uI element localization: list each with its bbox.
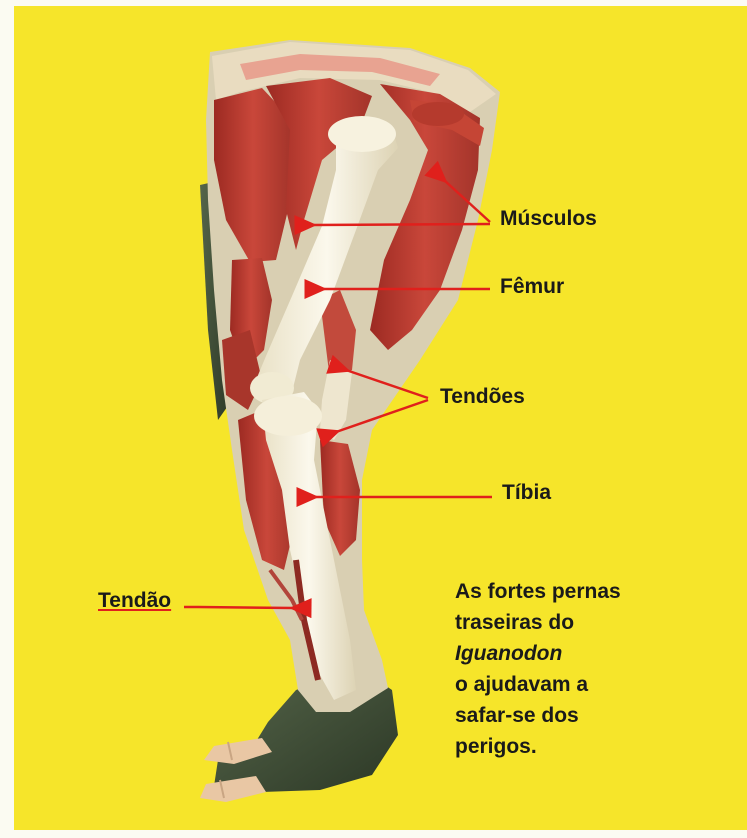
pointer-tendao (198, 607, 294, 608)
label-tibia: Tíbia (502, 482, 551, 503)
label-tendao: Tendão (98, 590, 171, 611)
label-musculos: Músculos (500, 208, 597, 229)
caption-line-1: As fortes pernas (455, 576, 725, 607)
caption-line-2: traseiras do (455, 607, 725, 638)
label-femur: Fêmur (500, 276, 564, 297)
caption-line-3-species: Iguanodon (455, 638, 725, 669)
caption-line-6: perigos. (455, 731, 725, 762)
label-tendoes: Tendões (440, 386, 525, 407)
pointer-musculos-1 (312, 224, 490, 225)
toe-claw-2 (200, 776, 266, 802)
caption-line-5: safar-se dos (455, 700, 725, 731)
caption-line-4: o ajudavam a (455, 669, 725, 700)
caption: As fortes pernas traseiras do Iguanodon … (455, 576, 725, 762)
